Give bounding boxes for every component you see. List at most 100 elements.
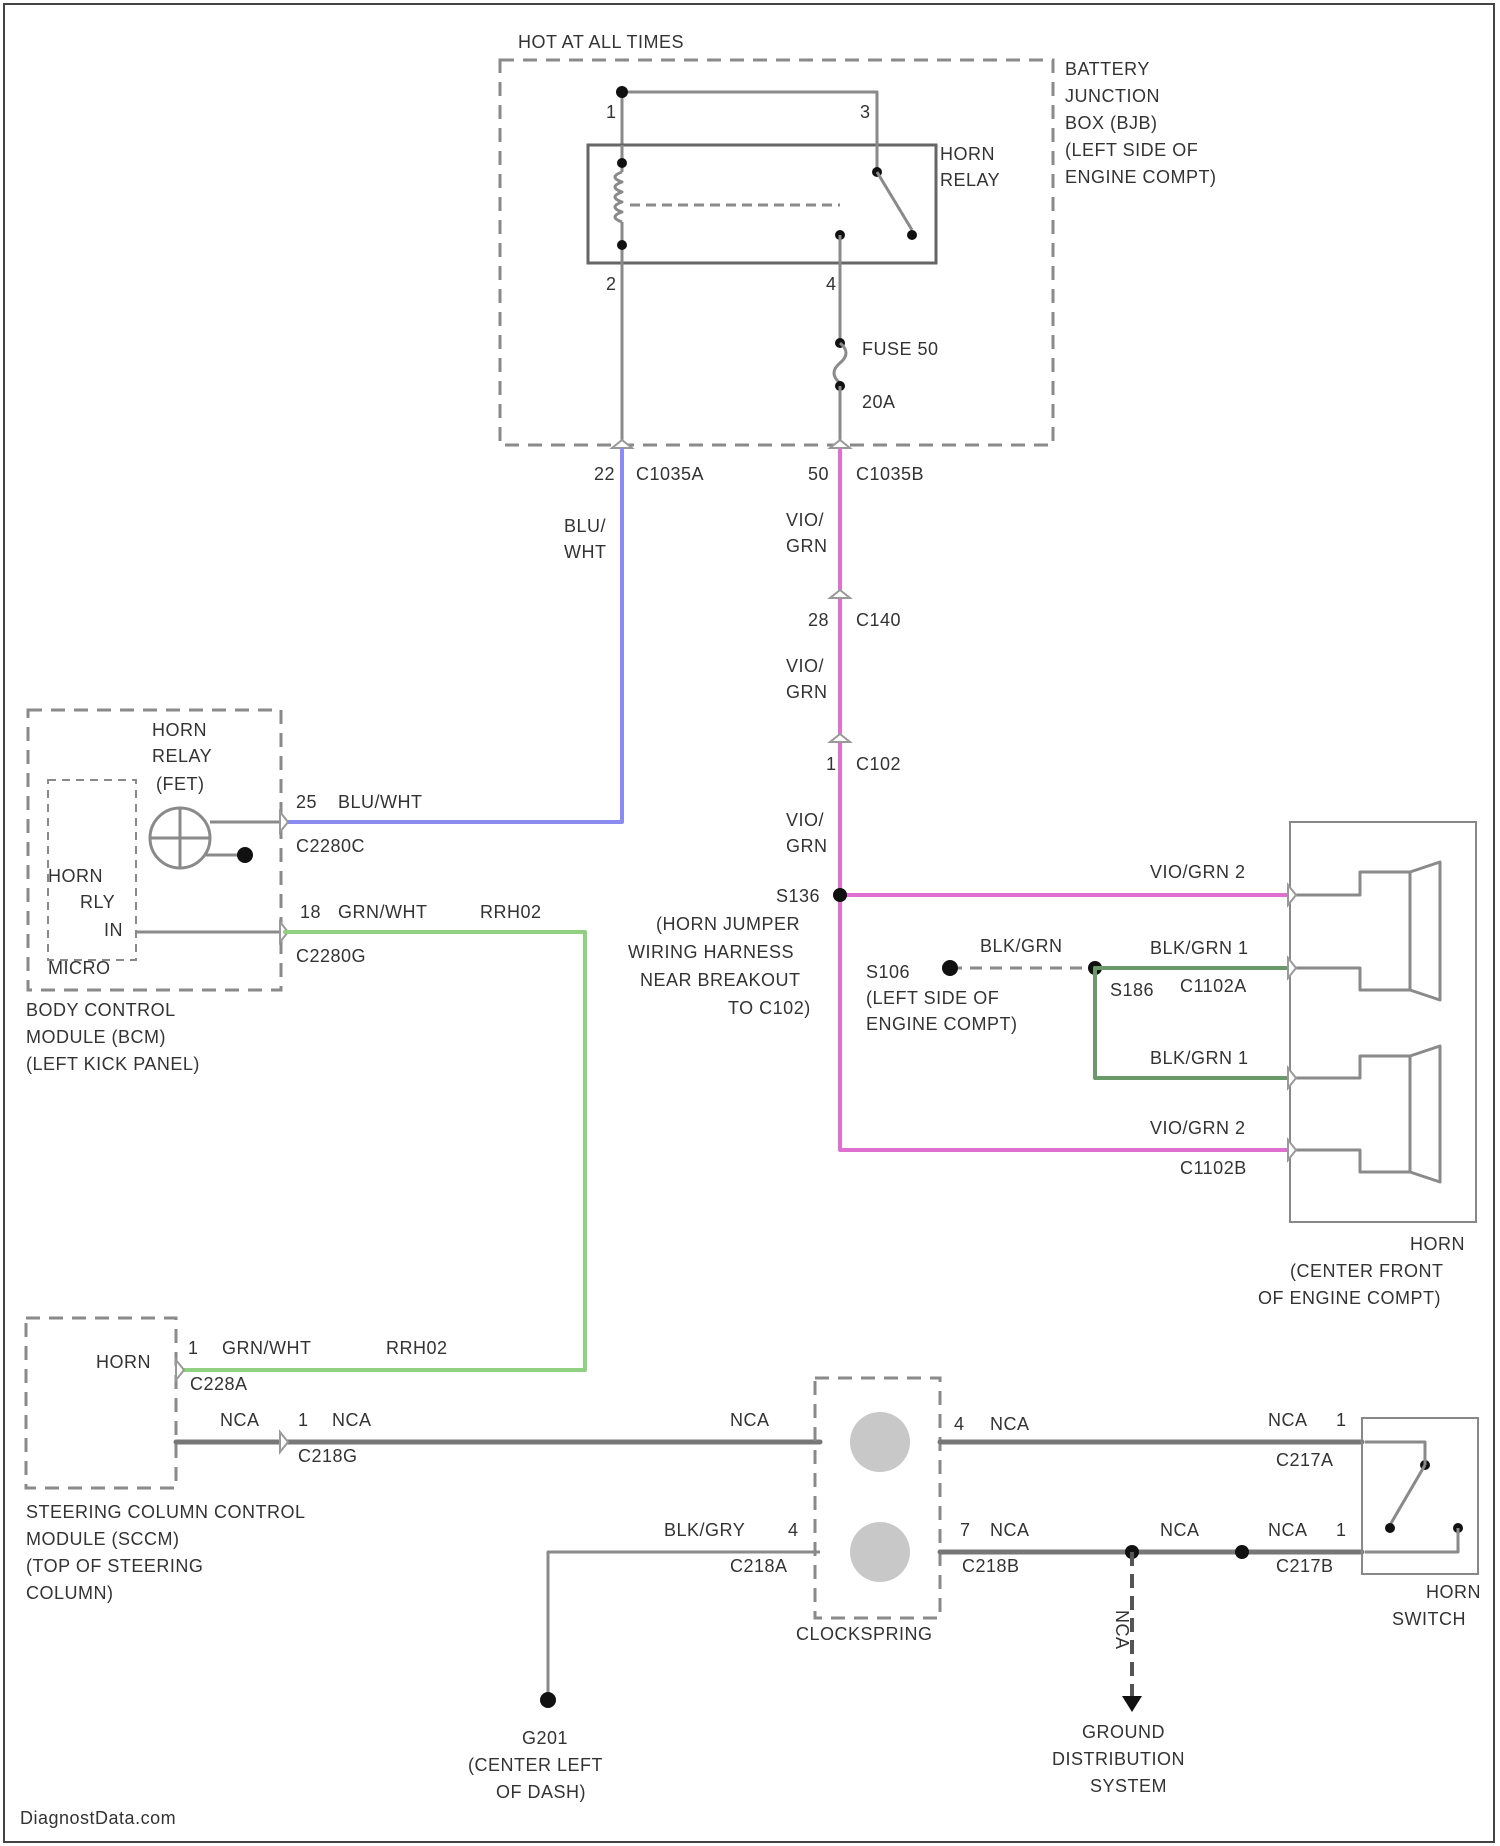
clockspring-coil-2 (850, 1522, 910, 1582)
c140-pin (830, 590, 850, 598)
clockspring-coil-1 (850, 1412, 910, 1472)
c102-label: C102 (856, 754, 901, 774)
hot-at-all-times-label: HOT AT ALL TIMES (518, 32, 684, 52)
c217b-pin-number: 1 (1336, 1520, 1347, 1540)
horn-a-pin1 (1288, 958, 1296, 978)
relay-pin-4: 4 (826, 274, 837, 294)
vio-grn-wire (840, 450, 1290, 1150)
watermark: DiagnostData.com (20, 1808, 176, 1828)
c1102a-label: C1102A (1180, 976, 1247, 996)
nca-label-2: NCA (332, 1410, 372, 1430)
g201-label-2: (CENTER LEFT (468, 1755, 603, 1775)
sccm-rrh02: RRH02 (386, 1338, 448, 1358)
bcm-relay-label-2: RELAY (152, 746, 212, 766)
c217a-label: C217A (1276, 1450, 1334, 1470)
c1035b-pin-number: 50 (808, 464, 829, 484)
bcm-pin-18: 18 (300, 902, 321, 922)
horn-label-1: HORN (1410, 1234, 1465, 1254)
c1035b-label: C1035B (856, 464, 924, 484)
bcm-name-1: BODY CONTROL (26, 1000, 176, 1020)
sccm-outline (26, 1318, 176, 1488)
nca-label-6: NCA (990, 1520, 1030, 1540)
sccm-name-3: (TOP OF STEERING (26, 1556, 203, 1576)
blu-wht-label-1: BLU/ (564, 516, 606, 536)
jumper-note-3: NEAR BREAKOUT (640, 970, 801, 990)
ground-distribution-label-2: DISTRIBUTION (1052, 1749, 1185, 1769)
sccm-wire-grn-wht: GRN/WHT (222, 1338, 311, 1358)
jumper-note-4: TO C102) (728, 998, 811, 1018)
bcm-wire-grn-wht: GRN/WHT (338, 902, 427, 922)
bjb-label-2: JUNCTION (1065, 86, 1160, 106)
bjb-label-1: BATTERY (1065, 59, 1150, 79)
ground-distribution-label-1: GROUND (1082, 1722, 1165, 1742)
horn-label-2: (CENTER FRONT (1290, 1261, 1444, 1281)
c1035a-pin-number: 22 (594, 464, 615, 484)
horn-a-symbol (1293, 862, 1440, 1000)
bjb-label-3: BOX (BJB) (1065, 113, 1158, 133)
s106-location-2: ENGINE COMPT) (866, 1014, 1018, 1034)
c217a-pin-number: 1 (1336, 1410, 1347, 1430)
relay-pin-2: 2 (606, 274, 617, 294)
c1102b-label: C1102B (1180, 1158, 1247, 1178)
c217b-label: C217B (1276, 1556, 1334, 1576)
c218a-label: C218A (730, 1556, 788, 1576)
bcm-fet-symbol (150, 808, 285, 868)
nca-label-3: NCA (730, 1410, 770, 1430)
sccm-name-2: MODULE (SCCM) (26, 1529, 180, 1549)
c218b-label: C218B (962, 1556, 1020, 1576)
relay-feed-wires (616, 86, 877, 145)
horn-a-pin1-label: BLK/GRN 1 (1150, 938, 1249, 958)
horn-assembly-box (1290, 822, 1476, 1222)
nca-label-4: NCA (990, 1414, 1030, 1434)
c218g-pin-number: 1 (298, 1410, 309, 1430)
vio-grn-label-3b: GRN (786, 836, 828, 856)
c1035a-label: C1035A (636, 464, 704, 484)
sccm-horn-label: HORN (96, 1352, 151, 1372)
s106-label: S106 (866, 962, 910, 982)
blk-grn-mid-label: BLK/GRN (980, 936, 1063, 956)
c140-pin-number: 28 (808, 610, 829, 630)
vio-grn-label-1b: GRN (786, 536, 828, 556)
nca-label-1: NCA (220, 1410, 260, 1430)
bcm-name-3: (LEFT KICK PANEL) (26, 1054, 200, 1074)
sccm-name-1: STEERING COLUMN CONTROL (26, 1502, 306, 1522)
blu-wht-wire (285, 450, 622, 822)
bcm-horn-label: HORN (48, 866, 103, 886)
vio-grn-label-2b: GRN (786, 682, 828, 702)
nca-label-7: NCA (1160, 1520, 1200, 1540)
horn-relay-label-2: RELAY (940, 170, 1000, 190)
horn-b-symbol (1293, 1046, 1440, 1182)
grn-wht-wire (180, 932, 585, 1370)
bcm-name-2: MODULE (BCM) (26, 1027, 166, 1047)
s106-location-1: (LEFT SIDE OF (866, 988, 999, 1008)
horn-a-pin2 (1288, 885, 1296, 905)
horn-b-pin2-label: VIO/GRN 2 (1150, 1118, 1246, 1138)
ground-distribution-arrow (1122, 1696, 1142, 1712)
g201-label-1: G201 (522, 1728, 568, 1748)
blk-gry-label: BLK/GRY (664, 1520, 745, 1540)
horn-b-pin1-label: BLK/GRN 1 (1150, 1048, 1249, 1068)
relay-pin-1: 1 (606, 102, 617, 122)
g201-label-3: OF DASH) (496, 1782, 586, 1802)
jumper-note-2: WIRING HARNESS (628, 942, 794, 962)
nca-label-5: NCA (1268, 1410, 1308, 1430)
c2280c-label: C2280C (296, 836, 365, 856)
bcm-relay-label-3: (FET) (156, 774, 204, 794)
s186-label: S186 (1110, 980, 1154, 1000)
vio-grn-label-2a: VIO/ (786, 656, 824, 676)
horn-switch-label-2: SWITCH (1392, 1609, 1466, 1629)
sccm-name-4: COLUMN) (26, 1583, 114, 1603)
s136-splice (833, 888, 847, 902)
c102-pin (830, 734, 850, 742)
c102-pin-number: 1 (826, 754, 837, 774)
jumper-note-1: (HORN JUMPER (656, 914, 800, 934)
clockspring-label: CLOCKSPRING (796, 1624, 933, 1644)
bcm-wire-blu-wht: BLU/WHT (338, 792, 423, 812)
sccm-pin-1: 1 (188, 1338, 199, 1358)
horn-switch-label-1: HORN (1426, 1582, 1481, 1602)
horn-relay-label-1: HORN (940, 144, 995, 164)
bcm-rly-label: RLY (80, 892, 115, 912)
horn-a-pin2-label: VIO/GRN 2 (1150, 862, 1246, 882)
fuse-label: FUSE 50 (862, 339, 939, 359)
